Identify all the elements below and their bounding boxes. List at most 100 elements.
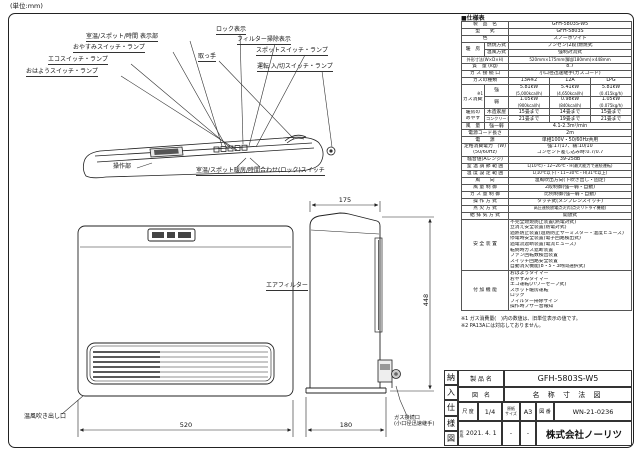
label-control-panel: 操作部 (113, 163, 132, 170)
spec-value-product: GFH-5803S-W5 (507, 21, 633, 29)
label-handle: 取っ手 (198, 53, 217, 63)
spec-value-ignition: 高圧連続放電点火式(点火リトライ機能) (507, 204, 633, 213)
tb-size-value: A3 (520, 402, 536, 421)
tb-rev-cell-1: - (502, 421, 520, 446)
spec-label-ignition: 点 火 方 式 (461, 204, 509, 213)
wood-12a: 14畳まで (549, 108, 591, 117)
label-air-filter: エアフィルター (266, 282, 308, 292)
low-13a-kw: 1.05kW (519, 97, 539, 103)
spec-label-fanctrl: 風 量 制 御 (461, 183, 509, 192)
title-block: 納 入 仕 様 図 製 品 名 GFH-5803S-W5 図 名 名 称 寸 法… (444, 370, 632, 446)
safety-item: 過熱防止装置(過熱防止サーミスター・温度ヒューズ) (510, 230, 624, 236)
side-char: 入 (444, 385, 458, 401)
tb-size-label: 原紙 サイズ (502, 402, 520, 421)
tb-rev-cell-2: - (520, 421, 536, 446)
spec-label-noise: 騒音値(Aレンジ) (461, 155, 509, 164)
spec-note-1: ※1 ガス消費量( )内の数値は、旧単位表示の値です。 (461, 316, 581, 322)
extra-item: ロック (510, 293, 525, 299)
extra-item: おはようタイマー (510, 270, 549, 276)
tb-product-value: GFH-5803S-W5 (504, 370, 632, 387)
spec-table-title: ■仕様表 (461, 15, 485, 22)
tb-scale-label: 尺 度 (458, 402, 478, 421)
spec-label-operation: 操 作 方 式 (461, 197, 509, 206)
spec-value-cord: 2m (507, 129, 633, 138)
spec-label-direction: 風 向 (461, 176, 509, 185)
spec-high-12a: 5.41kW (4,650kcal/h) (549, 83, 591, 98)
wood-lpg: 15畳まで (589, 108, 633, 117)
spec-gas-type-13a: 13A※2 (508, 77, 550, 85)
concrete-lpg: 21畳まで (589, 115, 633, 124)
low-12a-old: (840kcal/h) (558, 102, 582, 108)
label-gas-connection: ガス接続口 (小口径迅速継手) (394, 415, 434, 427)
low-12a-kw: 0.98kW (560, 97, 580, 103)
handle-shape (284, 134, 307, 142)
label-temp-switch: 室温/スポット暖房/時間合わせ(ロック)スイッチ (196, 167, 325, 177)
spec-value-direction: 温風吹出方向(下吹き出し・固定) (507, 176, 633, 185)
low-lpg-kw: 1.05kW (601, 97, 621, 103)
high-13a-kw: 5.81kW (519, 85, 539, 90)
spec-value-gas-conn: 小口径迅速継手(ガスコード) (507, 70, 633, 78)
high-12a-old: (4,650kcal/h) (556, 90, 584, 96)
spec-label-concrete: コンクリート住宅 (484, 115, 509, 124)
dim-width-520: 520 (179, 421, 193, 429)
spec-label-color: 色 (461, 35, 509, 43)
spec-low-lpg: 1.05kW (0.075kg/h) (589, 96, 633, 110)
extra-item: エコ運転(パワーセーブ式) (510, 282, 567, 288)
low-lpg-old: (0.075kg/h) (599, 102, 623, 108)
spec-high-13a: 5.81kW (5,000kcal/h) (508, 83, 550, 98)
label-power-switch: 運転 入/切スイッチ・ランプ (257, 63, 333, 73)
spec-label-exhaust: 給 排 気 方 式 (461, 211, 509, 220)
spec-value-extra: おはようタイマー おやすみタイマー エコ運転(パワーセーブ式) スポット暖房運転… (507, 269, 633, 312)
spec-label-gasctrl: ガ ス 量 制 御 (461, 190, 509, 199)
safety-item: 転倒時ガス遮断装置 (510, 247, 554, 253)
spec-value-temp-set: L(10℃以下)・11~30℃・H(31℃以上) (507, 169, 633, 178)
spec-label-power: 電 源 (461, 136, 509, 145)
tb-date-cell: 作成 2021. 4. 1 (458, 421, 502, 446)
label-lock-display: ロック表示 (216, 26, 247, 36)
wattage-value-line1: 強:17/17、弱:10/10 (547, 144, 593, 150)
side-char: 様 (444, 415, 458, 431)
spec-gas-type-12a: 12A (549, 77, 591, 85)
power-knob-shape (326, 146, 336, 156)
spec-value-noise: 39-25dB (507, 155, 633, 164)
spec-label-airvol: 風 量 (461, 122, 485, 131)
guide-label-line2: めやす (465, 115, 481, 121)
tb-size-label-line2: サイズ (505, 410, 517, 416)
safety-item: ファン回転数検出装置 (510, 253, 558, 259)
spec-value-airvol: 4.1-2.3m³/min (507, 122, 633, 131)
spec-label-wattage: 定格消費電力 (W) (50/60Hz) (461, 143, 509, 157)
high-12a-kw: 5.41kW (560, 85, 580, 90)
safety-item: 立消え安全装置(熱電対式) (510, 225, 567, 231)
label-display: 室温/スポット/時間 表示部 (86, 33, 158, 43)
spec-value-combustion: ブンゼン(2段)燃焼式 (507, 42, 633, 50)
air-filter-shape (374, 237, 383, 333)
tb-company-logo: 株式会社ノーリツ (536, 421, 632, 446)
spec-label-temp-range: 室 温 調 節 範 囲 (461, 162, 509, 171)
spec-label-gas-type: ガスの種類 (461, 77, 509, 85)
spec-value-model: GFH-5803S (507, 28, 633, 36)
spec-value-color: スノーホワイト (507, 35, 633, 43)
gas-joint-shape (377, 359, 401, 388)
spec-value-exhaust: 開放式 (507, 211, 633, 220)
spec-label-heating: 暖 房 (461, 42, 485, 57)
spec-value-gasctrl: 比例制御(強一弱・自動) (507, 190, 633, 199)
spec-value-wattage: 強:17/17、弱:10/10 コンセント差し込み時:0.7/0.7 (507, 143, 633, 157)
tb-scale-value: 1/4 (478, 402, 502, 421)
spec-label-gas-conn: ガ ス 接 続 口 (461, 70, 509, 78)
wood-13a: 15畳まで (508, 108, 550, 117)
spec-value-dims: 520mm×175mm(脚部180mm)×448mm (507, 56, 633, 64)
side-view (305, 212, 401, 394)
title-block-main: 製 品 名 GFH-5803S-W5 図 名 名 称 寸 法 図 尺 度 1/4… (458, 370, 632, 446)
tb-date-value: 2021. 4. 1 (466, 430, 497, 437)
spec-label-consumption: ※1 ガス消費量 (461, 83, 485, 110)
tb-number-label: 図 番 (536, 402, 554, 421)
tb-drawing-label: 図 名 (458, 387, 504, 402)
spec-gas-type-lpg: LPG (589, 77, 633, 85)
spec-value-fanctrl: 2段制御(強一弱・自動) (507, 183, 633, 192)
safety-item: 自動消火機能(8・5・3時間選択式) (510, 264, 586, 270)
concrete-13a: 21畳まで (508, 115, 550, 124)
unit-note: (単位:mm) (10, 2, 43, 10)
label-filter-sign: フィルター掃除表示 (237, 36, 291, 46)
